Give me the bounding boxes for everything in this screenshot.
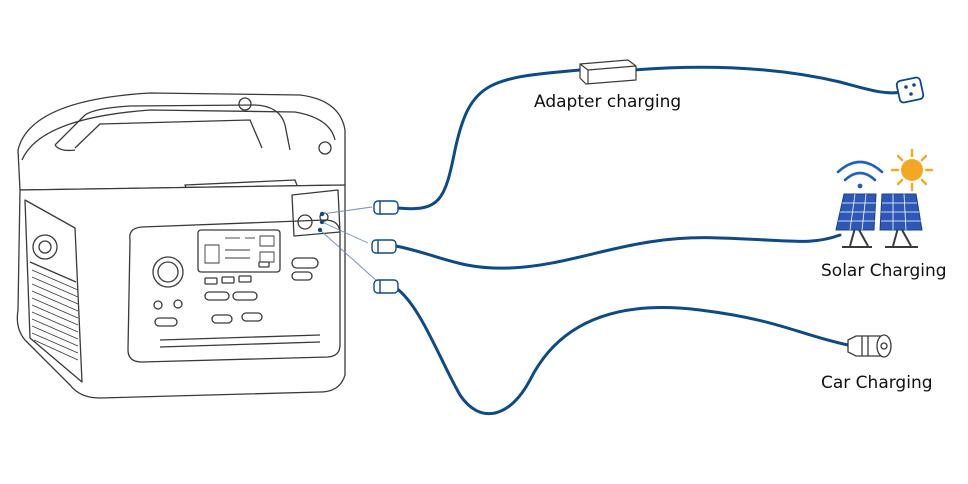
car-cable xyxy=(394,286,850,416)
solar-cable xyxy=(394,233,842,270)
solar-panel-icon xyxy=(835,193,923,248)
car-charging-label: Car Charging xyxy=(821,373,933,393)
adapter-charging-label: Adapter charging xyxy=(534,92,682,112)
power-station-icon xyxy=(16,92,346,399)
port-dot xyxy=(319,219,325,225)
adapter-connector xyxy=(373,200,399,215)
solar-charging-label: Solar Charging xyxy=(821,261,947,281)
solar-connector xyxy=(371,239,397,254)
wireless-signal-icon xyxy=(836,160,884,189)
car-connector xyxy=(373,279,399,294)
car-charger-icon xyxy=(847,334,892,358)
wall-socket-icon xyxy=(895,76,925,104)
sun-icon xyxy=(890,148,934,192)
port-dot xyxy=(319,211,325,217)
adapter-cable xyxy=(396,68,582,211)
power-adapter-icon xyxy=(579,59,637,85)
adapter-cable-to-plug xyxy=(632,65,904,95)
port-dot xyxy=(317,227,323,233)
